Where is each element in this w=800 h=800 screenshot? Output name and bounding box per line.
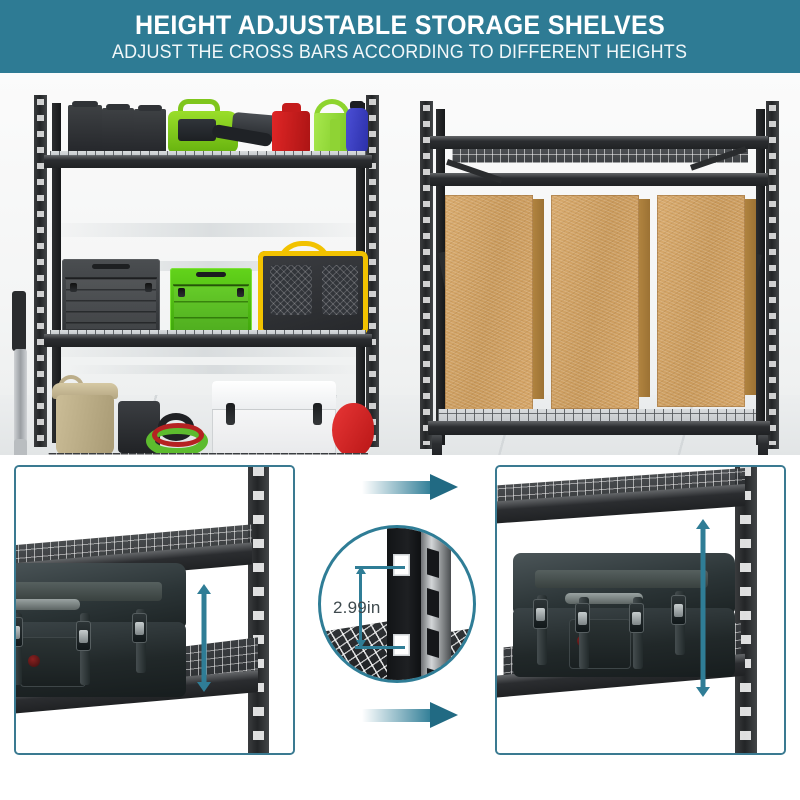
- item-cooler: [212, 381, 336, 455]
- item-ladder-top: [12, 291, 26, 351]
- item-gas-can: [272, 103, 310, 155]
- item-ammo-can-3: [134, 105, 166, 155]
- item-black-tool-chest: [62, 259, 160, 333]
- top-flow-arrow: [362, 474, 458, 500]
- rack-deck-middle: [50, 330, 366, 335]
- hero-product-photo: [0, 73, 800, 455]
- item-red-buoy: [332, 403, 374, 455]
- callout-slot-upper: [393, 554, 410, 576]
- rack-beam-middle: [44, 334, 372, 347]
- rack-deck-bottom: [48, 453, 368, 455]
- slot-pitch-label: 2.99in: [333, 598, 381, 617]
- bottom-flow-arrow: [362, 702, 458, 728]
- page-subtitle: ADJUST THE CROSS BARS ACCORDING TO DIFFE…: [112, 40, 688, 63]
- rack-post-front-left: [34, 95, 47, 447]
- item-ladder-foot: [14, 439, 27, 455]
- rack-post-rear-left: [52, 103, 61, 443]
- callout-tick-bottom: [355, 646, 405, 649]
- rack2-beam-upper: [430, 136, 768, 149]
- item-storage-case-right: [513, 553, 735, 677]
- rack-beam-top: [44, 155, 372, 168]
- rack-deck-top: [50, 151, 366, 156]
- callout-tick-top: [355, 566, 405, 569]
- panel-low-shelf-position[interactable]: [14, 465, 295, 755]
- panel-left-post: [248, 467, 269, 753]
- rack2-post-rear-left: [436, 109, 445, 445]
- item-ammo-can-2: [102, 104, 134, 155]
- item-storage-case-left: [16, 563, 186, 697]
- panel-raised-shelf-position[interactable]: [495, 465, 786, 755]
- height-clearance-arrow-left: [197, 584, 211, 692]
- page-title: HEIGHT ADJUSTABLE STORAGE SHELVES: [134, 9, 666, 40]
- rack2-foot-left: [432, 435, 442, 455]
- item-telescoping-ladder: [14, 349, 27, 447]
- rack2-beam-mid: [430, 173, 768, 186]
- item-ammo-can-1: [68, 101, 102, 155]
- panel-right-post: [735, 467, 757, 753]
- rack2-post-rear-right: [756, 109, 765, 445]
- rack2-post-front-left: [420, 101, 433, 449]
- item-green-tool-box: [170, 268, 252, 334]
- rack2-deck-upper: [452, 149, 748, 163]
- height-clearance-arrow-right: [696, 519, 710, 697]
- rack2-foot-right: [758, 435, 768, 455]
- callout-slot-lower: [393, 634, 410, 656]
- rack2-beam-bottom: [428, 421, 770, 435]
- callout-dimension-arrow: [355, 566, 366, 648]
- rack2-deck-bottom: [438, 409, 756, 423]
- rack2-post-front-right: [766, 101, 779, 449]
- header-banner: HEIGHT ADJUSTABLE STORAGE SHELVES ADJUST…: [0, 0, 800, 73]
- item-red-hose-coil: [152, 423, 204, 447]
- slot-pitch-callout: 2.99in: [318, 525, 476, 683]
- rack-post-front-right: [366, 95, 379, 447]
- callout-post-front: [387, 528, 421, 680]
